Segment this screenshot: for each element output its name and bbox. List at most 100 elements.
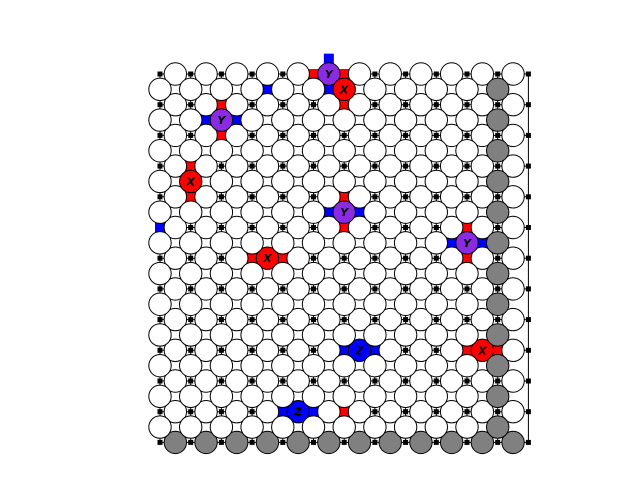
syndrome-node (249, 71, 255, 77)
data-qubit (393, 139, 418, 163)
data-qubit (393, 384, 418, 409)
data-qubit (301, 415, 326, 439)
x-error-qubit (470, 338, 495, 362)
data-qubit (470, 185, 495, 209)
data-qubit (378, 277, 402, 301)
syndrome-node (188, 102, 194, 108)
x-syndrome-flag (216, 130, 227, 141)
syndrome-node (495, 317, 501, 323)
data-qubit (501, 215, 525, 240)
data-qubit (455, 139, 479, 163)
data-qubit (163, 307, 188, 332)
data-qubit (286, 93, 310, 117)
syndrome-node (525, 286, 531, 292)
data-qubit (424, 108, 448, 132)
data-qubit (332, 384, 356, 409)
data-qubit (470, 154, 495, 178)
data-qubit (378, 307, 402, 332)
error-label: Y (340, 206, 349, 219)
syndrome-node (311, 378, 316, 384)
data-qubit (455, 261, 479, 286)
data-qubit (225, 154, 249, 178)
x-syndrome-flag (462, 222, 472, 233)
syndrome-node (433, 409, 439, 415)
data-qubit (363, 323, 387, 347)
data-qubit (209, 139, 234, 163)
data-qubit (317, 338, 341, 362)
data-qubit (225, 246, 249, 270)
data-qubit (271, 261, 295, 286)
data-qubit (393, 231, 418, 255)
data-qubit (286, 338, 310, 362)
data-qubit (363, 231, 387, 255)
syndrome-node (403, 347, 409, 353)
z-syndrome-flag (323, 84, 334, 95)
boundary-qubit (486, 384, 510, 409)
boundary-qubit (378, 430, 402, 455)
data-qubit (424, 200, 448, 224)
data-qubit (501, 307, 525, 332)
data-qubit (470, 62, 495, 86)
syndrome-nodes (157, 71, 531, 445)
z-error-qubit (286, 400, 310, 424)
syndrome-node (403, 439, 409, 445)
data-qubit (194, 185, 218, 209)
syndrome-node (372, 71, 378, 77)
syndrome-node (464, 163, 470, 169)
boundary-qubit (347, 430, 372, 455)
data-qubit (148, 231, 172, 255)
data-qubit (255, 400, 280, 424)
data-qubit (301, 292, 326, 316)
syndrome-node (218, 439, 224, 445)
error-label: Y (325, 68, 334, 81)
x-syndrome-flag (339, 69, 350, 79)
z-syndrome-flag (369, 345, 380, 356)
syndrome-node (433, 286, 439, 292)
syndrome-node (525, 378, 531, 384)
syndrome-node (311, 317, 316, 323)
data-qubit (470, 246, 495, 270)
syndrome-node (495, 132, 501, 138)
syndrome-node (372, 378, 378, 384)
syndrome-node (280, 286, 286, 292)
data-qubit (271, 108, 295, 132)
data-qubit (347, 277, 372, 301)
boundary-qubit (317, 430, 341, 455)
syndrome-node (403, 132, 409, 138)
x-syndrome-flag (462, 345, 472, 356)
syndrome-node (188, 225, 194, 230)
syndrome-node (280, 71, 286, 77)
data-qubit (240, 261, 264, 286)
syndrome-node (495, 409, 501, 415)
data-qubit (439, 400, 464, 424)
z-syndrome-flag (201, 115, 212, 126)
boundary-qubit (486, 353, 510, 378)
data-qubit (409, 277, 433, 301)
syndrome-node (525, 347, 531, 353)
data-qubit (378, 400, 402, 424)
data-qubit (255, 185, 280, 209)
syndrome-node (218, 71, 224, 77)
boundary-qubit (486, 415, 510, 439)
data-qubit (470, 307, 495, 332)
syndrome-node (433, 163, 439, 169)
syndrome-node (525, 439, 531, 445)
y-error-qubit (332, 200, 356, 224)
data-qubit (332, 292, 356, 316)
syndrome-node (311, 132, 316, 138)
syndrome-node (157, 439, 163, 445)
syndrome-node (464, 102, 470, 108)
syndrome-node (280, 317, 286, 323)
data-qubit (409, 246, 433, 270)
data-qubit (148, 169, 172, 194)
syndrome-node (433, 225, 439, 230)
data-qubit (209, 231, 234, 255)
syndrome-node (157, 409, 163, 415)
data-qubit (179, 108, 203, 132)
data-qubit (317, 185, 341, 209)
data-qubit (225, 215, 249, 240)
x-syndrome-flag (277, 253, 288, 264)
data-qubit (209, 323, 234, 347)
syndrome-node (372, 409, 378, 415)
